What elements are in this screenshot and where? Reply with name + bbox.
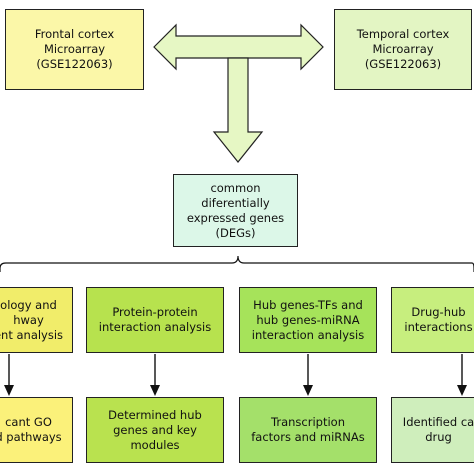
ppi-analysis-box: Protein-protein interaction analysis	[86, 287, 224, 353]
temporal-cortex-line-1: Temporal cortex	[356, 27, 450, 41]
tf-mirna-line-2: hub genes-miRNA	[256, 312, 360, 327]
enrichment-line-2: hway	[13, 312, 44, 327]
temporal-cortex-line-2: Microarray	[372, 42, 434, 56]
go-result-line-2: d pathways	[0, 430, 62, 444]
go-pathways-result-box: cant GO d pathways	[0, 397, 73, 463]
degs-line-4: (DEGs)	[215, 225, 256, 240]
drug-hub-line-1: Drug-hub	[411, 305, 466, 319]
enrichment-line-3: ent analysis	[0, 327, 64, 342]
ppi-line-1: Protein-protein	[112, 305, 198, 319]
enrichment-line-1: ology and	[0, 297, 57, 312]
tf-mirna-analysis-box: Hub genes-TFs and hub genes-miRNA intera…	[239, 287, 377, 353]
drug-result-line-1: Identified ca	[402, 415, 474, 429]
degs-box: common diferentially expressed genes (DE…	[173, 174, 298, 247]
hub-genes-result-box: Determined hub genes and key modules	[86, 397, 224, 463]
drug-hub-line-2: interactions	[404, 320, 473, 334]
frontal-cortex-line-3: (GSE122063)	[36, 57, 113, 71]
frontal-cortex-line-1: Frontal cortex	[34, 27, 115, 41]
drug-result-line-2: drug	[425, 430, 452, 444]
drug-result-box: Identified ca drug	[391, 397, 474, 463]
frontal-cortex-line-2: Microarray	[43, 42, 106, 56]
degs-line-3: expressed genes	[186, 210, 285, 225]
enrichment-analysis-box: ology and hway ent analysis	[0, 287, 73, 353]
temporal-cortex-box: Temporal cortex Microarray (GSE122063)	[334, 9, 472, 90]
frontal-cortex-box: Frontal cortex Microarray (GSE122063)	[5, 9, 144, 90]
hub-result-line-3: modules	[130, 437, 180, 452]
hub-result-line-1: Determined hub	[108, 407, 202, 422]
tf-mirna-line-1: Hub genes-TFs and	[253, 297, 363, 312]
column-arrows	[4, 354, 467, 396]
degs-line-1: common	[210, 180, 261, 195]
tf-result-line-1: Transcription	[271, 415, 345, 429]
down-block-arrow	[212, 57, 264, 163]
degs-line-2: diferentially	[201, 195, 270, 210]
tf-mirna-result-box: Transcription factors and miRNAs	[239, 397, 377, 463]
tf-mirna-line-3: interaction analysis	[251, 327, 365, 342]
go-result-line-1: cant GO	[5, 415, 52, 429]
hub-result-line-2: genes and key	[113, 422, 197, 437]
temporal-cortex-line-3: (GSE122063)	[364, 57, 442, 71]
brace-connector	[0, 255, 474, 272]
drug-hub-analysis-box: Drug-hub interactions	[391, 287, 474, 353]
ppi-line-2: interaction analysis	[98, 320, 212, 334]
tf-result-line-2: factors and miRNAs	[251, 430, 365, 444]
bidirectional-arrow	[153, 23, 324, 71]
